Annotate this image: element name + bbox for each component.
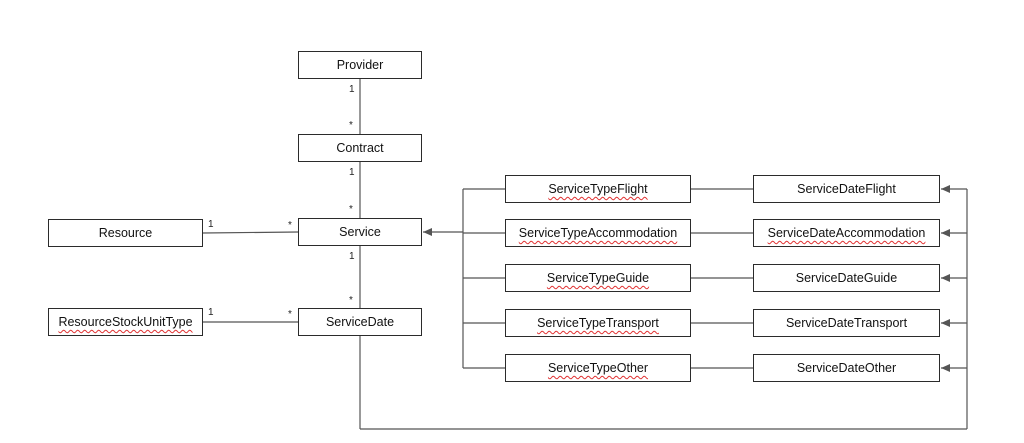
class-service[interactable]: Service — [298, 218, 422, 246]
class-service-date-label: ServiceDate — [325, 315, 395, 329]
class-service-label: Service — [339, 225, 381, 239]
class-resource-stock-unit-type-label: ResourceStockUnitType — [58, 315, 193, 329]
mult-contract-service-many: * — [349, 204, 353, 215]
class-provider[interactable]: Provider — [298, 51, 422, 79]
mult-provider-contract-one: 1 — [349, 84, 355, 95]
mult-contract-service-one: 1 — [349, 167, 355, 178]
class-contract[interactable]: Contract — [298, 134, 422, 162]
mult-stockunit-servicedate-one: 1 — [208, 307, 214, 318]
mult-resource-service-many: * — [288, 220, 292, 231]
class-service-date-guide[interactable]: ServiceDateGuide — [753, 264, 940, 292]
class-service-date-flight-label: ServiceDateFlight — [797, 182, 896, 196]
class-service-date-flight[interactable]: ServiceDateFlight — [753, 175, 940, 203]
class-resource[interactable]: Resource — [48, 219, 203, 247]
class-service-date-transport[interactable]: ServiceDateTransport — [753, 309, 940, 337]
class-service-date-accommodation-label: ServiceDateAccommodation — [767, 226, 926, 240]
class-provider-label: Provider — [336, 58, 384, 72]
mult-service-servicedate-many: * — [349, 295, 353, 306]
class-service-type-transport[interactable]: ServiceTypeTransport — [505, 309, 691, 337]
class-service-type-other[interactable]: ServiceTypeOther — [505, 354, 691, 382]
class-service-type-transport-label: ServiceTypeTransport — [537, 316, 659, 330]
class-service-type-accommodation-label: ServiceTypeAccommodation — [518, 226, 678, 240]
resource-service-link — [202, 231, 299, 234]
class-service-type-guide-label: ServiceTypeGuide — [546, 271, 650, 285]
class-service-type-other-label: ServiceTypeOther — [547, 361, 649, 375]
class-service-type-accommodation[interactable]: ServiceTypeAccommodation — [505, 219, 691, 247]
class-service-date-other-label: ServiceDateOther — [796, 361, 897, 375]
class-resource-label: Resource — [98, 226, 153, 240]
class-contract-label: Contract — [336, 141, 384, 155]
mult-service-servicedate-one: 1 — [349, 251, 355, 262]
class-service-date-other[interactable]: ServiceDateOther — [753, 354, 940, 382]
class-service-type-flight[interactable]: ServiceTypeFlight — [505, 175, 691, 203]
class-service-date-transport-label: ServiceDateTransport — [785, 316, 908, 330]
class-service-type-guide[interactable]: ServiceTypeGuide — [505, 264, 691, 292]
class-service-type-flight-label: ServiceTypeFlight — [548, 182, 648, 196]
class-service-date-guide-label: ServiceDateGuide — [795, 271, 898, 285]
class-service-date-accommodation[interactable]: ServiceDateAccommodation — [753, 219, 940, 247]
mult-provider-contract-many: * — [349, 120, 353, 131]
class-service-date[interactable]: ServiceDate — [298, 308, 422, 336]
mult-resource-service-one: 1 — [208, 219, 214, 230]
class-resource-stock-unit-type[interactable]: ResourceStockUnitType — [48, 308, 203, 336]
mult-stockunit-servicedate-many: * — [288, 309, 292, 320]
